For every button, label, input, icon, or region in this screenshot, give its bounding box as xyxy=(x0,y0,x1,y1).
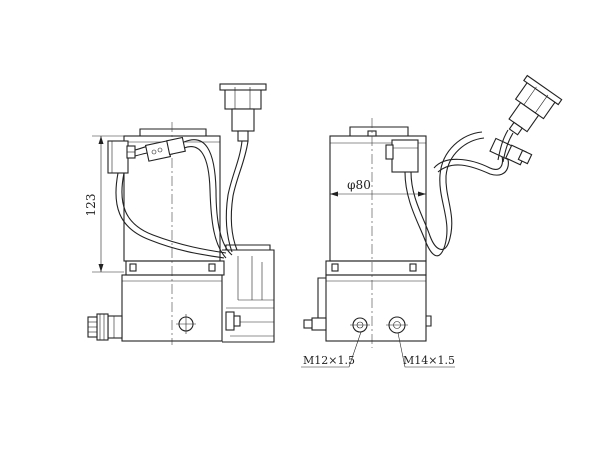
port-m14-label: M14×1.5 xyxy=(403,354,455,367)
port-m14 xyxy=(386,316,408,334)
left-view: 123 xyxy=(84,83,275,345)
connector-housing-left xyxy=(107,140,136,174)
top-connector-left xyxy=(219,83,267,142)
valve-block-right xyxy=(325,274,427,342)
relay-housing xyxy=(222,244,275,343)
port-m12 xyxy=(350,317,370,333)
valve-block-left xyxy=(121,274,223,342)
height-dimension-label: 123 xyxy=(84,194,98,217)
top-connector-right xyxy=(508,74,563,136)
relief-valve-fitting xyxy=(87,313,123,341)
inline-plug-left xyxy=(144,136,186,162)
connector-housing-right xyxy=(385,139,419,173)
port-m12-label: M12×1.5 xyxy=(303,354,355,367)
diameter-dimension: φ80 xyxy=(330,178,426,197)
height-dimension: 123 xyxy=(84,135,124,273)
inline-plug-right xyxy=(489,137,533,166)
right-view: φ80 xyxy=(301,74,563,368)
diameter-dimension-label: φ80 xyxy=(347,178,371,192)
